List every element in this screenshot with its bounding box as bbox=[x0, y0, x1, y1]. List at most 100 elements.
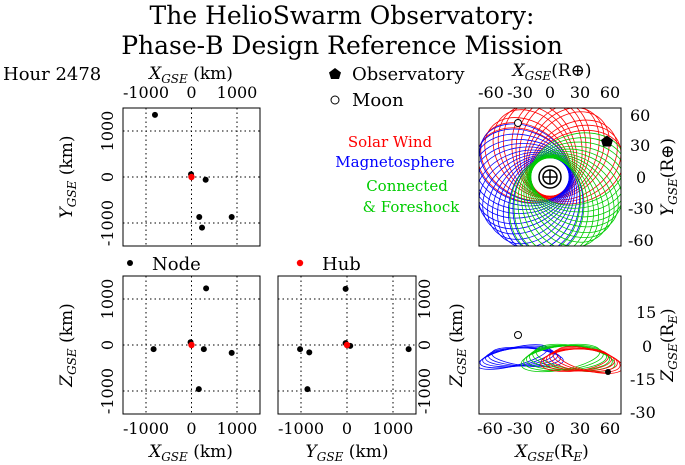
tick-label: 1000 bbox=[217, 419, 258, 438]
tick-label: 60 bbox=[600, 419, 620, 438]
tick-label: 30 bbox=[570, 83, 590, 102]
tick-label: 0 bbox=[545, 419, 555, 438]
title-line2: Phase-B Design Reference Mission bbox=[121, 31, 563, 60]
node-legend-marker bbox=[127, 260, 133, 266]
moon-legend-marker bbox=[330, 95, 340, 105]
axis-label-ygse-bottom: YGSE (km) bbox=[306, 442, 389, 464]
label-foreshock: & Foreshock bbox=[363, 198, 461, 216]
axis-label-zgse-right: ZGSE (km) bbox=[447, 303, 469, 387]
tick-label: -60 bbox=[478, 83, 504, 102]
tick-label: 60 bbox=[600, 83, 620, 102]
tick-label: 1000 bbox=[415, 279, 434, 320]
orbit-ellipse bbox=[556, 346, 621, 374]
panel-orbits-xz: -60 -30 0 30 60 XGSE(RE) 15 0 -15 -30 ZG… bbox=[477, 275, 680, 464]
tick-label: 1000 bbox=[373, 419, 414, 438]
orbit-ellipse bbox=[530, 132, 621, 206]
tick-label: 30 bbox=[570, 419, 590, 438]
panel-orbits-xy: -60 -30 0 30 60 XGSE(R⊕) 60 30 0 -30 -60… bbox=[478, 61, 680, 250]
axis-label-xgse-re-top: XGSE(R⊕) bbox=[511, 61, 592, 83]
legend-moon: Moon bbox=[352, 90, 404, 111]
tick-label: -1000 bbox=[98, 200, 117, 246]
label-magnetosphere: Magnetosphere bbox=[335, 153, 455, 171]
axis-label-xgse-top: XGSE (km) bbox=[147, 64, 233, 86]
orbit-ellipses-xz bbox=[479, 343, 621, 374]
legend-hub: Hub bbox=[322, 254, 361, 275]
node-point bbox=[228, 349, 235, 356]
observatory-marker bbox=[601, 135, 613, 147]
tick-label: 15 bbox=[636, 303, 656, 322]
hub-legend-marker bbox=[296, 259, 304, 267]
panel-xz-frame bbox=[122, 275, 261, 415]
tick-label: -30 bbox=[630, 403, 656, 422]
node-point bbox=[203, 285, 210, 292]
panel-yz: -1000 0 1000 YGSE (km) 1000 0 -1000 ZGSE… bbox=[277, 275, 469, 464]
axis-label-zgse: ZGSE (km) bbox=[57, 303, 79, 387]
tick-label: 0 bbox=[98, 340, 117, 350]
tick-label: 0 bbox=[342, 419, 352, 438]
tick-label: 30 bbox=[630, 136, 650, 155]
tick-label: -60 bbox=[628, 231, 654, 250]
node-point bbox=[228, 214, 235, 221]
tick-label: 1000 bbox=[98, 111, 117, 152]
node-point bbox=[199, 224, 206, 231]
node-point bbox=[202, 176, 209, 183]
tick-label: 0 bbox=[545, 83, 555, 102]
panel-xy: -1000 0 1000 XGSE (km) 1000 0 -1000 YGSE… bbox=[57, 64, 261, 247]
tick-label: 0 bbox=[186, 419, 196, 438]
tick-label: 0 bbox=[415, 340, 434, 350]
tick-label: -30 bbox=[628, 199, 654, 218]
panel-orbits-xz-frame bbox=[478, 275, 622, 415]
tick-label: 0 bbox=[98, 172, 117, 182]
tick-label: 0 bbox=[642, 337, 652, 356]
orbit-ellipse bbox=[479, 344, 548, 370]
label-connected: Connected bbox=[366, 177, 448, 195]
node-point bbox=[196, 214, 203, 221]
axis-label-xgse-re-bottom: XGSE(RE) bbox=[513, 442, 589, 464]
tick-label: 0 bbox=[636, 168, 646, 187]
node-point bbox=[151, 111, 158, 118]
panel-yz-frame bbox=[277, 275, 417, 415]
node-point bbox=[195, 386, 202, 393]
hub-point bbox=[343, 341, 351, 349]
axis-label-ygse: YGSE (km) bbox=[57, 136, 79, 219]
panel-yz-points bbox=[297, 285, 412, 393]
node-point bbox=[297, 346, 304, 353]
observatory-marker-xz bbox=[605, 369, 611, 375]
tick-label: -1000 bbox=[415, 368, 434, 414]
axis-label-ygse-re: YGSE(R⊕) bbox=[658, 138, 680, 216]
tick-label: -1000 bbox=[123, 419, 169, 438]
tick-label: -30 bbox=[507, 83, 533, 102]
hour-label: Hour 2478 bbox=[3, 64, 101, 85]
tick-label: 60 bbox=[630, 106, 650, 125]
node-point bbox=[342, 285, 349, 292]
hub-point bbox=[188, 173, 195, 181]
panel-xy-frame bbox=[122, 107, 261, 247]
panel-xy-points bbox=[151, 111, 235, 231]
tick-label: -1000 bbox=[98, 368, 117, 414]
tick-label: 0 bbox=[186, 83, 196, 102]
node-point bbox=[200, 346, 207, 353]
orbit-ellipse bbox=[549, 348, 618, 372]
label-solar-wind: Solar Wind bbox=[348, 133, 433, 151]
panel-xz: -1000 0 1000 XGSE (km) 1000 0 -1000 ZGSE… bbox=[57, 275, 261, 464]
tick-label: 1000 bbox=[217, 83, 258, 102]
legend-observatory: Observatory bbox=[352, 64, 465, 85]
node-point bbox=[405, 346, 412, 353]
panel-xz-points bbox=[150, 285, 235, 393]
hub-point bbox=[188, 341, 195, 349]
legend-node: Node bbox=[152, 254, 201, 275]
tick-label: -1000 bbox=[123, 83, 169, 102]
observatory-legend-marker bbox=[329, 68, 341, 79]
tick-label: -15 bbox=[630, 370, 656, 389]
tick-label: 1000 bbox=[98, 279, 117, 320]
panel-orbits-xy-frame bbox=[478, 107, 622, 247]
orbit-ellipses-xy bbox=[479, 108, 621, 246]
axis-label-zgse-re: ZGSE(RE) bbox=[658, 308, 680, 382]
node-point bbox=[304, 386, 311, 393]
title-line1: The HelioSwarm Observatory: bbox=[150, 1, 535, 30]
tick-label: -1000 bbox=[278, 419, 324, 438]
tick-label: -30 bbox=[507, 419, 533, 438]
moon-marker bbox=[514, 119, 522, 127]
node-point bbox=[306, 349, 313, 356]
